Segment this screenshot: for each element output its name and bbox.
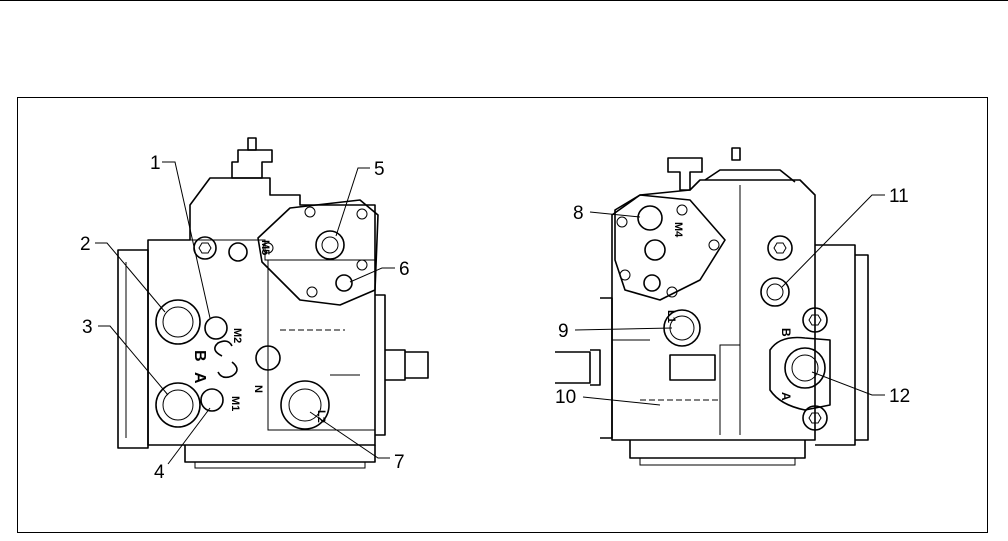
callout-7: 7 — [394, 452, 405, 473]
left-shaft — [405, 352, 428, 378]
mark-m1: M1 — [229, 396, 241, 411]
left-flange — [118, 250, 148, 448]
left-base — [185, 445, 375, 462]
callout-6: 6 — [399, 259, 410, 280]
callout-12: 12 — [889, 386, 910, 407]
port-11 — [761, 278, 789, 306]
callout-4: 4 — [154, 462, 165, 483]
m5-port-inner — [322, 237, 338, 253]
mark-m2: M2 — [231, 328, 243, 343]
mark-b-left: B — [191, 350, 208, 362]
left-top-stem — [248, 138, 256, 150]
right-flange — [815, 245, 855, 445]
left-shaft-collar — [385, 350, 405, 380]
left-shaft-housing — [375, 295, 385, 435]
callout-2: 2 — [80, 234, 91, 255]
port-12 — [785, 348, 825, 388]
right-base — [630, 440, 805, 458]
left-housing — [148, 178, 375, 445]
right-pump-view: M4 L1 B A — [555, 148, 868, 465]
mark-m4: M4 — [672, 222, 684, 238]
callout-labels: 1 2 3 4 5 6 7 8 9 10 11 12 — [80, 153, 910, 483]
left-bolt-6 — [336, 275, 352, 291]
left-pump-view: M5 M2 M1 L2 B A N — [118, 138, 428, 468]
m5-port — [316, 231, 344, 259]
port-8 — [638, 206, 662, 230]
right-shaft-housing — [600, 298, 612, 438]
right-shaft — [555, 352, 590, 383]
mark-b-right: B — [779, 328, 793, 337]
callout-8: 8 — [573, 203, 584, 224]
mark-a-left: A — [191, 372, 208, 384]
mark-n: N — [252, 385, 264, 393]
port-m2 — [205, 317, 227, 339]
left-base-lower — [195, 462, 365, 468]
mark-l1: L1 — [665, 310, 677, 323]
leader-lines — [95, 162, 885, 464]
left-top-actuator — [232, 150, 272, 178]
mark-a-right: A — [779, 392, 793, 401]
s-logo — [215, 341, 237, 377]
callout-11: 11 — [889, 186, 909, 207]
port-m1 — [201, 389, 223, 411]
right-top-actuator — [668, 158, 702, 190]
left-inner-top — [190, 240, 375, 260]
callout-9: 9 — [558, 321, 569, 342]
callout-1: 1 — [150, 153, 161, 174]
m4-cover-plate — [615, 195, 725, 300]
callout-5: 5 — [374, 159, 385, 180]
callout-10: 10 — [555, 387, 576, 408]
right-housing — [612, 180, 815, 440]
callout-3: 3 — [82, 317, 93, 338]
mark-m5: M5 — [259, 240, 271, 255]
left-inner-step — [268, 260, 375, 430]
